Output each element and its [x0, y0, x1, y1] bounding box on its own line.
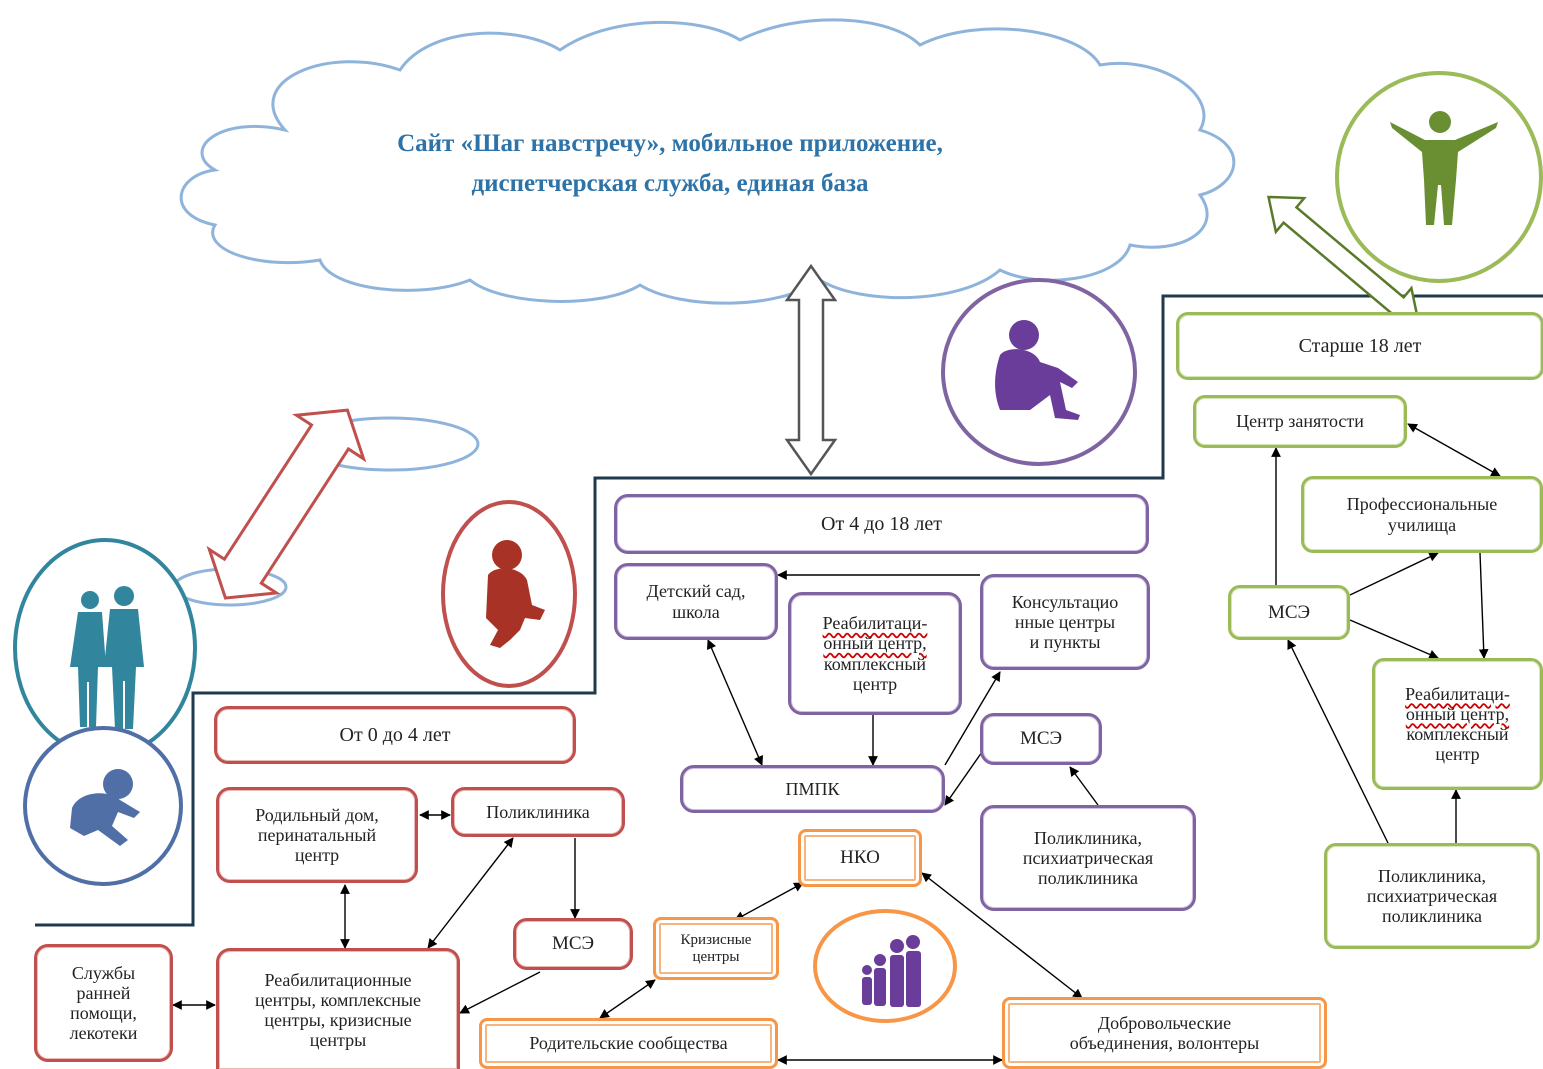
clinic-purple-line: Поликлиника, [1034, 827, 1142, 848]
consult-line: Консультацио [1011, 591, 1119, 612]
adults-silhouette-icon [70, 586, 144, 729]
mse-red-label: МСЭ [551, 933, 595, 955]
volunteers-line: объединения, волонтеры [1069, 1033, 1260, 1053]
school-line: Детский сад, [646, 581, 746, 602]
rehab-purple-line: комплексный [823, 653, 927, 674]
clinic-purple-line: психиатрическая [1022, 847, 1154, 868]
connector [1349, 619, 1439, 660]
family-icon [862, 935, 921, 1007]
employment-label: Центр занятости [1236, 411, 1364, 432]
volunteers-line: Добровольческие [1097, 1012, 1232, 1033]
connector [1478, 552, 1489, 659]
connector [921, 872, 1083, 999]
connector [459, 971, 541, 1014]
connector [706, 639, 764, 766]
mse-green-node: МСЭ [1228, 585, 1350, 640]
volunteers-node: Добровольческие объединения, волонтеры [1002, 997, 1327, 1069]
rehab-green-line: онный центр, [1405, 703, 1510, 724]
cloud-title-line1: Сайт «Шаг навстречу», мобильное приложен… [397, 130, 943, 157]
maternity-line: перинатальный [257, 824, 377, 845]
connector [1287, 639, 1389, 844]
maternity-line: центр [294, 845, 340, 866]
adults-circle [13, 538, 197, 758]
age-group-18-plus-label: Старше 18 лет [1298, 334, 1422, 357]
nko-node: НКО [798, 829, 922, 887]
rehab-green-line: Реабилитаци- [1405, 683, 1510, 704]
consult-line: нные центры [1014, 611, 1116, 632]
age-group-4-18: От 4 до 18 лет [614, 494, 1149, 554]
prof-schools-line: Профессиональные [1346, 494, 1498, 515]
connector [427, 837, 514, 949]
rehab-purple-node: Реабилитаци- онный центр, комплексный це… [788, 592, 962, 715]
early-help-line: лекотеки [69, 1023, 138, 1044]
mse-red-node: МСЭ [513, 918, 633, 970]
crisis-node: Кризисные центры [653, 917, 779, 980]
double-arrow-red [206, 408, 367, 600]
age-group-4-18-label: От 4 до 18 лет [821, 512, 942, 535]
connector [944, 671, 1001, 766]
cloud-shape [179, 18, 1236, 305]
age-group-0-4: От 0 до 4 лет [214, 706, 576, 764]
nko-label: НКО [840, 847, 880, 869]
rehab-green-line: комплексный [1406, 724, 1509, 744]
prof-schools-line: училища [1387, 514, 1457, 535]
crisis-line: центры [692, 948, 740, 965]
early-help-line: Службы [71, 962, 136, 983]
pmpk-label: ПМПК [785, 778, 840, 799]
rehab-red-line: центры [309, 1030, 367, 1051]
pmpk-node: ПМПК [680, 765, 945, 813]
clinic-green-line: поликлиника [1381, 906, 1483, 927]
early-help-line: помощи, [70, 1003, 137, 1023]
sitting-toddler-icon [486, 540, 545, 648]
double-arrow-center [784, 263, 838, 477]
man-arms-outstretched-icon [1390, 111, 1498, 225]
prof-schools-node: Профессиональные училища [1301, 476, 1543, 553]
maternity-line: Родильный дом, [255, 804, 379, 825]
connector [1349, 552, 1439, 596]
maternity-node: Родильный дом, перинатальный центр [216, 787, 418, 883]
rehab-purple-line: центр [852, 673, 898, 694]
rehab-purple-line: онный центр, [823, 633, 927, 654]
employment-node: Центр занятости [1193, 395, 1407, 448]
connector [944, 751, 983, 806]
cloud-title: Сайт «Шаг навстречу», мобильное приложен… [300, 124, 1040, 204]
clinic-purple-node: Поликлиника, психиатрическая поликлиника [980, 805, 1196, 911]
clinic-purple-line: поликлиника [1037, 868, 1139, 889]
crawling-baby-icon [70, 769, 140, 846]
age-group-18-plus: Старше 18 лет [1176, 312, 1543, 380]
mse-green-label: МСЭ [1267, 601, 1311, 623]
connector [734, 882, 804, 921]
rehab-green-node: Реабилитаци- онный центр, комплексный це… [1372, 658, 1543, 790]
early-help-node: Службы ранней помощи, лекотеки [34, 944, 173, 1062]
crisis-line: Кризисные [680, 931, 752, 948]
mse-purple-label: МСЭ [1019, 728, 1063, 750]
sitting-child-icon [995, 320, 1080, 420]
clinic-red-node: Поликлиника [451, 787, 625, 837]
age-group-0-4-label: От 0 до 4 лет [339, 723, 451, 746]
rehab-purple-line: Реабилитаци- [822, 613, 928, 634]
parents-label: Родительские сообщества [529, 1033, 728, 1054]
rehab-red-line: Реабилитационные [264, 969, 412, 990]
clinic-green-line: психиатрическая [1366, 885, 1498, 906]
cloud-title-line2: диспетчерская служба, единая база [471, 170, 869, 197]
parents-node: Родительские сообщества [479, 1018, 778, 1069]
clinic-red-label: Поликлиника [486, 801, 590, 822]
consult-node: Консультацио нные центры и пункты [980, 574, 1150, 670]
clinic-green-node: Поликлиника, психиатрическая поликлиника [1324, 843, 1540, 949]
rehab-red-line: центры, кризисные [264, 1010, 412, 1030]
clinic-green-line: Поликлиника, [1378, 865, 1486, 886]
school-node: Детский сад, школа [614, 563, 778, 640]
school-line: школа [672, 601, 720, 622]
consult-line: и пункты [1029, 632, 1101, 653]
mse-purple-node: МСЭ [980, 713, 1102, 765]
rehab-red-node: Реабилитационные центры, комплексные цен… [216, 948, 460, 1069]
rehab-red-line: центры, комплексные [255, 989, 421, 1010]
connector [599, 979, 656, 1019]
early-help-line: ранней [76, 982, 131, 1003]
stair-line [35, 294, 1543, 927]
rehab-green-line: центр [1435, 744, 1480, 765]
connector [1407, 423, 1501, 477]
connector [1069, 766, 1099, 806]
